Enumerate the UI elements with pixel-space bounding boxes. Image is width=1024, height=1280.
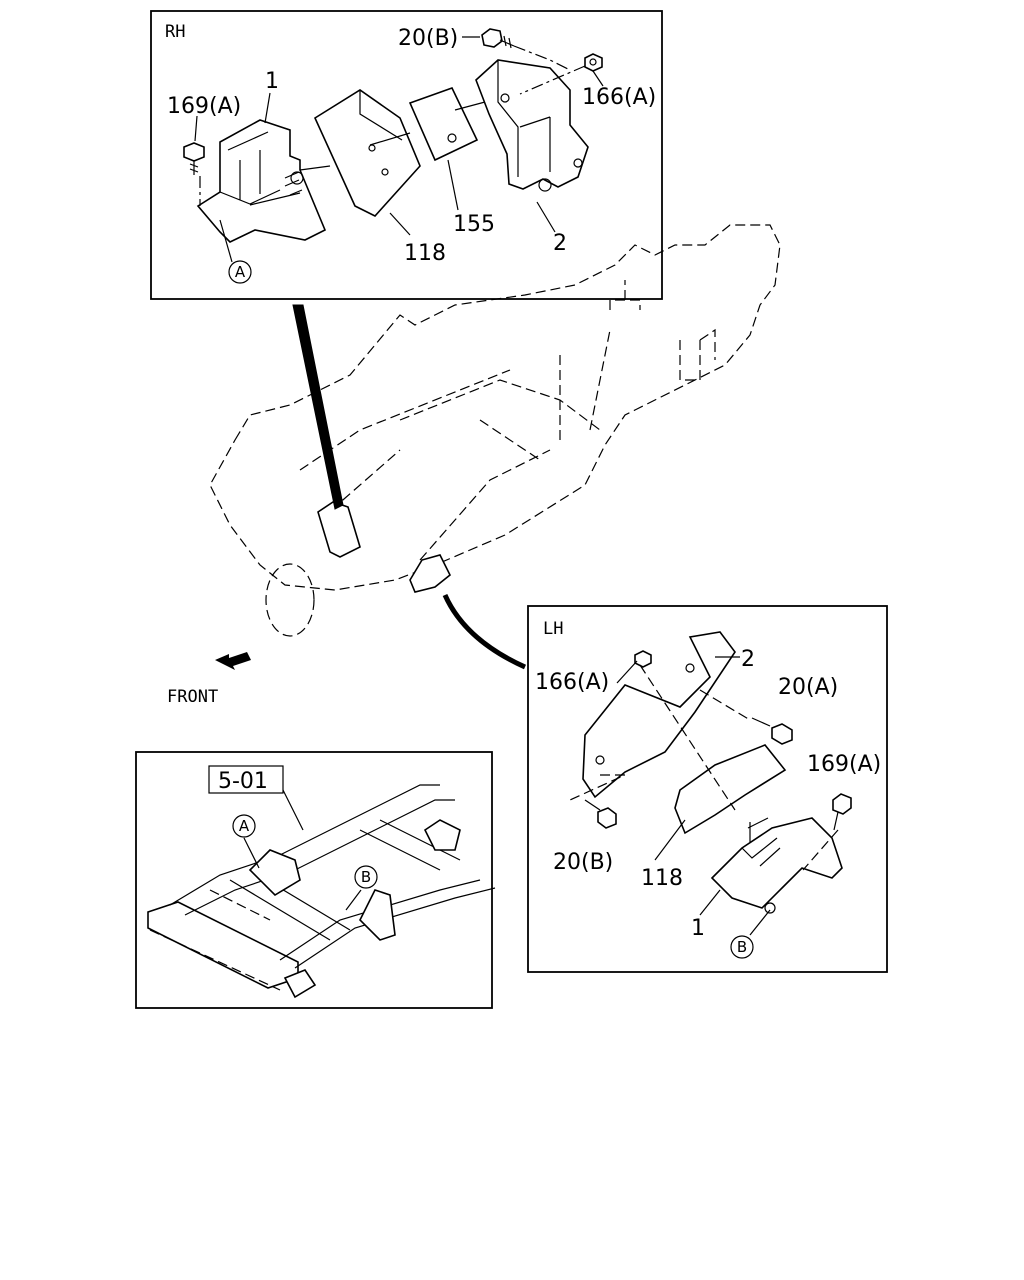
lh-label-1: 1 bbox=[691, 916, 705, 941]
lh-pad-118 bbox=[674, 744, 787, 835]
rh-label-155: 155 bbox=[453, 212, 495, 237]
lh-label-2: 2 bbox=[741, 647, 755, 672]
rh-shim-155 bbox=[408, 87, 479, 162]
lh-panel-title: LH bbox=[543, 619, 563, 639]
lh-panel-frame bbox=[527, 605, 888, 973]
frame-ref-a: A bbox=[232, 814, 256, 838]
lh-nut-166a bbox=[634, 650, 652, 668]
svg-text:B: B bbox=[737, 938, 747, 956]
rh-label-118: 118 bbox=[404, 241, 446, 266]
svg-text:5-01: 5-01 bbox=[218, 769, 268, 794]
lh-bracket-2 bbox=[582, 631, 736, 799]
svg-text:A: A bbox=[235, 263, 246, 281]
lh-label-20b: 20(B) bbox=[553, 850, 613, 875]
rh-label-20b: 20(B) bbox=[398, 26, 458, 51]
rh-nut-166a bbox=[584, 53, 603, 72]
lh-label-118: 118 bbox=[641, 866, 683, 891]
front-arrow-icon bbox=[215, 652, 251, 670]
lh-mount-1 bbox=[710, 817, 843, 914]
rh-label-166a: 166(A) bbox=[582, 85, 656, 110]
rh-bracket-2 bbox=[475, 59, 589, 192]
rh-bolt-169a bbox=[183, 142, 205, 175]
lh-label-169a: 169(A) bbox=[807, 752, 881, 777]
rh-panel: RH bbox=[150, 10, 663, 300]
ref-box-5-01: 5-01 bbox=[208, 765, 284, 794]
transmission-assembly bbox=[209, 224, 781, 670]
rh-ref-a: A bbox=[228, 260, 252, 284]
rh-mount-1 bbox=[196, 119, 327, 243]
svg-text:A: A bbox=[239, 817, 250, 835]
rh-label-1: 1 bbox=[265, 69, 279, 94]
rh-panel-title: RH bbox=[165, 22, 185, 42]
front-indicator: FRONT bbox=[167, 652, 251, 707]
rh-panel-frame bbox=[150, 10, 663, 300]
vehicle-frame bbox=[147, 784, 496, 999]
frame-ref-b: B bbox=[354, 865, 378, 889]
rh-label-2: 2 bbox=[553, 231, 567, 256]
lh-label-166a: 166(A) bbox=[535, 670, 609, 695]
frame-panel: 5-01 A B bbox=[135, 751, 496, 1009]
lh-label-20a: 20(A) bbox=[778, 675, 838, 700]
rh-pad-118 bbox=[313, 89, 421, 217]
rh-bolt-20b bbox=[481, 28, 515, 49]
lh-bolt-169a bbox=[832, 793, 852, 831]
lh-panel: LH bbox=[527, 605, 888, 973]
svg-text:B: B bbox=[361, 868, 371, 886]
lh-bolt-20a bbox=[751, 717, 793, 745]
frame-panel-frame bbox=[135, 751, 493, 1009]
rh-label-169a: 169(A) bbox=[167, 94, 241, 119]
lh-ref-b: B bbox=[730, 935, 754, 959]
front-label: FRONT bbox=[167, 687, 218, 707]
lh-bolt-20b bbox=[584, 799, 617, 829]
